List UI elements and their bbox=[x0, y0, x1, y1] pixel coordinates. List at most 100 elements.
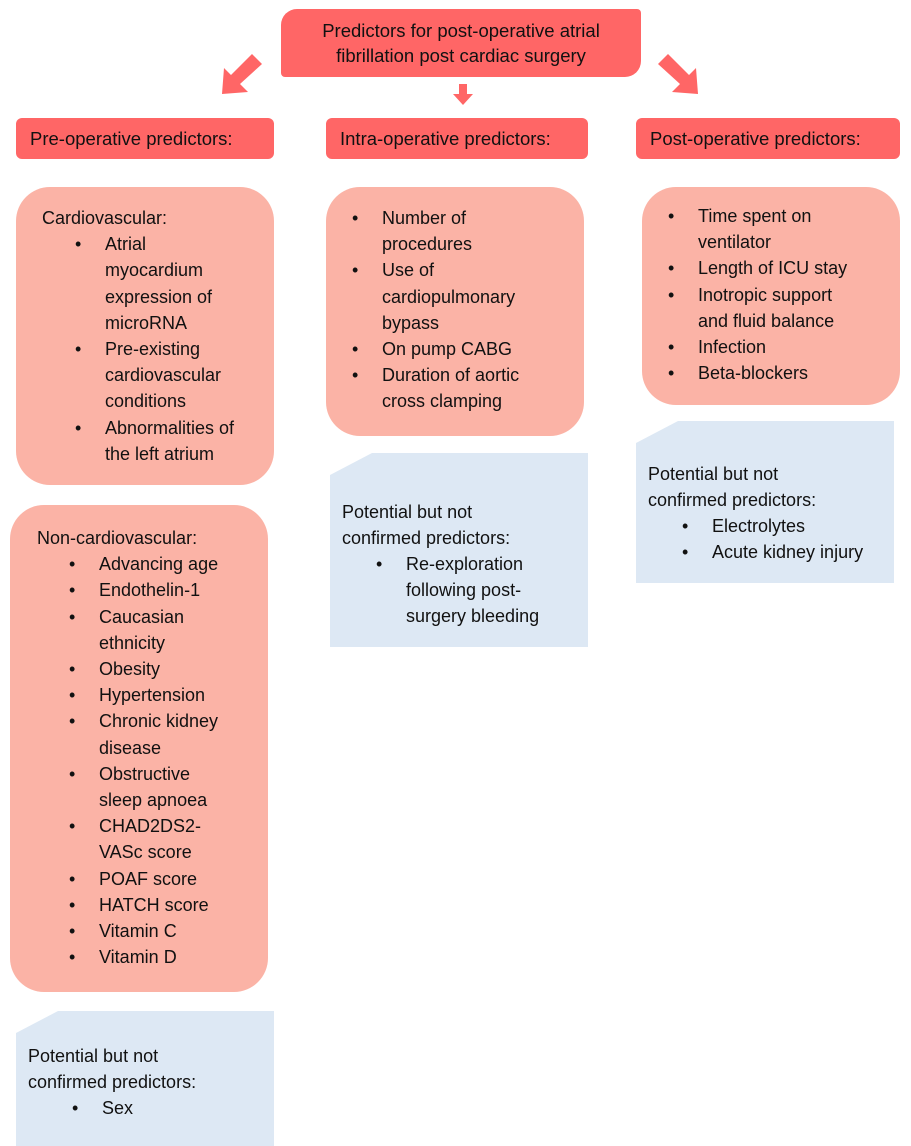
list-item: • Duration of aortic cross clamping bbox=[352, 362, 576, 414]
bullet-icon: • bbox=[352, 260, 359, 281]
list-item: • Sex bbox=[72, 1095, 266, 1121]
non-cardiovascular-list: • Advancing age • Endothelin-1 • Caucasian … bbox=[37, 551, 239, 970]
bullet-icon: • bbox=[69, 685, 76, 706]
list-item: • Abnormalities of the left atrium bbox=[75, 415, 264, 467]
list-item: • Advancing age bbox=[69, 551, 239, 577]
header-pre-operative: Pre-operative predictors: bbox=[16, 118, 274, 159]
list-item-text: Abnormalities of the left atrium bbox=[105, 417, 235, 464]
list-item-text: Advancing age bbox=[99, 554, 219, 575]
pre-potential-list: • Sex bbox=[28, 1095, 266, 1121]
list-item-text: Obesity bbox=[99, 659, 161, 680]
bullet-icon: • bbox=[69, 606, 76, 627]
bullet-icon: • bbox=[69, 659, 76, 680]
header-intra-operative: Intra-operative predictors: bbox=[326, 118, 588, 159]
post-operative-list: • Time spent on ventilator •Length of ICU… bbox=[642, 203, 892, 386]
bullet-icon: • bbox=[668, 337, 675, 358]
list-item-text: Sex bbox=[102, 1098, 134, 1118]
bullet-icon: • bbox=[72, 1098, 79, 1118]
list-item: • Obstructive sleep apnoea bbox=[69, 761, 239, 813]
list-item-text: Vitamin C bbox=[99, 921, 177, 942]
list-item: • Obesity bbox=[69, 656, 239, 682]
list-item: •HATCH score bbox=[69, 892, 239, 918]
list-item-text: Time spent on ventilator bbox=[698, 206, 812, 253]
list-item: • Electrolytes bbox=[682, 513, 886, 539]
bullet-icon: • bbox=[69, 711, 76, 732]
bullet-icon: • bbox=[69, 580, 76, 601]
list-item: •POAF score bbox=[69, 866, 239, 892]
list-item: • Endothelin-1 bbox=[69, 577, 239, 603]
list-item: • Use of cardiopulmonary bypass bbox=[352, 257, 576, 336]
list-item-text: CHAD2DS2-VASc score bbox=[99, 816, 202, 863]
bullet-icon: • bbox=[69, 921, 76, 942]
bullet-icon: • bbox=[352, 208, 359, 228]
cardiovascular-list: • Atrial myocardium expression of microRN… bbox=[42, 231, 264, 467]
bullet-icon: • bbox=[682, 542, 689, 562]
pre-potential-label: Potential but not confirmed predictors: bbox=[28, 1046, 197, 1092]
list-item-text: Hypertension bbox=[99, 685, 206, 706]
pre-potential-box: Potential but not confirmed predictors: … bbox=[16, 1011, 274, 1146]
arrow-down-left-icon bbox=[222, 54, 262, 94]
bullet-icon: • bbox=[668, 258, 675, 279]
list-item-text: Pre-existing cardiovascular conditions bbox=[105, 339, 222, 412]
arrow-down-right-icon bbox=[658, 54, 698, 94]
list-item-text: Endothelin-1 bbox=[99, 580, 201, 601]
bullet-icon: • bbox=[352, 339, 359, 360]
list-item-text: Use of cardiopulmonary bypass bbox=[382, 260, 516, 333]
list-item: • Pre-existing cardiovascular conditions bbox=[75, 336, 264, 415]
list-item-text: Infection bbox=[698, 337, 767, 358]
post-potential-box: Potential but not confirmed predictors: … bbox=[636, 421, 894, 583]
header-pre-operative-label: Pre-operative predictors: bbox=[30, 128, 233, 149]
list-item-text: Re-exploration following post-surgery bl… bbox=[406, 554, 540, 626]
list-item: • Atrial myocardium expression of microRN… bbox=[75, 231, 264, 336]
intra-potential-box: Potential but not confirmed predictors: … bbox=[330, 453, 588, 647]
list-item-text: HATCH score bbox=[99, 894, 209, 915]
post-potential-label: Potential but not confirmed predictors: bbox=[648, 464, 817, 510]
bullet-icon: • bbox=[668, 363, 675, 384]
bullet-icon: • bbox=[69, 816, 76, 837]
list-item-text: Number of procedures bbox=[382, 208, 473, 255]
list-item-text: Obstructive sleep apnoea bbox=[99, 763, 208, 811]
header-post-operative-label: Post-operative predictors: bbox=[650, 128, 861, 149]
list-item: • Infection bbox=[668, 334, 892, 360]
list-item-text: Caucasian ethnicity bbox=[99, 606, 185, 653]
bullet-icon: • bbox=[69, 947, 76, 968]
bullet-icon: • bbox=[69, 554, 76, 575]
intra-operative-list: • Number of procedures • Use of cardiopulm… bbox=[326, 205, 576, 415]
bullet-icon: • bbox=[75, 417, 82, 438]
list-item: •Length of ICU stay bbox=[668, 255, 892, 281]
bullet-icon: • bbox=[352, 365, 359, 386]
list-item: • Caucasian ethnicity bbox=[69, 604, 239, 656]
bullet-icon: • bbox=[668, 206, 675, 226]
intra-potential-label: Potential but not confirmed predictors: bbox=[342, 502, 511, 548]
list-item: • Beta-blockers bbox=[668, 360, 892, 386]
list-item-text: Atrial myocardium expression of microRNA bbox=[105, 234, 213, 333]
diagram-title: Predictors for post-operative atrial fib… bbox=[322, 20, 600, 66]
list-item-text: Inotropic support and fluid balance bbox=[698, 284, 835, 331]
list-item: • Time spent on ventilator bbox=[668, 203, 892, 255]
list-item-text: Electrolytes bbox=[712, 516, 806, 536]
list-item: • Hypertension bbox=[69, 682, 239, 708]
cardiovascular-box: Cardiovascular: •Atrial myocardium expre… bbox=[16, 187, 274, 485]
post-potential-list: • Electrolytes • Acute kidney injury bbox=[648, 513, 886, 565]
diagram-title-box: Predictors for post-operative atrial fib… bbox=[281, 9, 641, 77]
list-item: • Vitamin D bbox=[69, 944, 239, 970]
list-item-text: Duration of aortic cross clamping bbox=[382, 365, 520, 412]
list-item: •Re-exploration following post-surgery b… bbox=[376, 551, 580, 629]
list-item-text: Beta-blockers bbox=[698, 363, 809, 384]
bullet-icon: • bbox=[682, 516, 689, 536]
bullet-icon: • bbox=[69, 763, 76, 784]
intra-operative-box: • Number of procedures • Use of cardiopulm… bbox=[326, 187, 584, 436]
non-cardiovascular-label: Non-cardiovascular: bbox=[37, 528, 198, 548]
header-intra-operative-label: Intra-operative predictors: bbox=[340, 128, 551, 149]
list-item: • Number of procedures bbox=[352, 205, 576, 257]
post-operative-box: • Time spent on ventilator •Length of ICU… bbox=[642, 187, 900, 405]
list-item: •Inotropic support and fluid balance bbox=[668, 282, 892, 334]
list-item-text: On pump CABG bbox=[382, 339, 513, 360]
list-item-text: POAF score bbox=[99, 868, 198, 889]
header-post-operative: Post-operative predictors: bbox=[636, 118, 900, 159]
bullet-icon: • bbox=[75, 234, 82, 255]
list-item: • CHAD2DS2-VASc score bbox=[69, 813, 239, 865]
bullet-icon: • bbox=[75, 339, 82, 360]
list-item-text: Vitamin D bbox=[99, 947, 177, 968]
list-item-text: Acute kidney injury bbox=[712, 542, 864, 562]
